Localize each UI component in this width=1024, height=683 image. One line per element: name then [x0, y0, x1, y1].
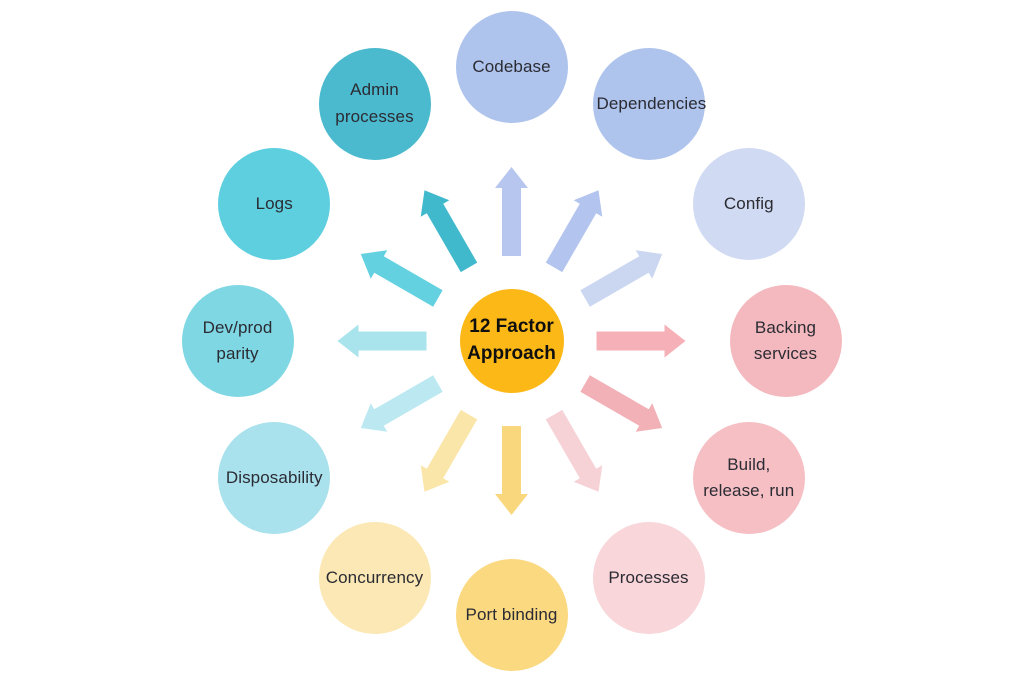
node-build-release-run-label: Build, release, run — [703, 454, 795, 500]
arrow-port-binding — [495, 426, 528, 515]
node-concurrency: Concurrency — [318, 522, 431, 635]
node-port-binding: Port binding — [455, 559, 568, 671]
center-circle: 12 Factor Approach — [459, 289, 564, 393]
node-port-binding-label: Port binding — [465, 604, 558, 624]
node-config: Config — [692, 148, 805, 260]
node-codebase-label: Codebase — [472, 56, 551, 76]
node-backing-services: Backing services — [729, 285, 842, 397]
arrow-dependencies — [545, 190, 603, 273]
node-admin-processes-label: Admin processes — [335, 80, 414, 126]
node-backing-services-label: Backing services — [753, 317, 818, 363]
arrow-concurrency — [420, 409, 478, 492]
center-label: 12 Factor Approach — [467, 316, 556, 364]
node-admin-processes: Admin processes — [318, 47, 431, 160]
node-config-label: Config — [723, 193, 774, 213]
node-logs: Logs — [218, 148, 331, 260]
node-codebase: Codebase — [455, 11, 568, 123]
node-processes: Processes — [592, 522, 705, 635]
arrow-backing-services — [596, 324, 686, 358]
node-build-release-run: Build, release, run — [692, 422, 805, 534]
node-disposability-label: Disposability — [225, 467, 323, 487]
arrow-build-release-run — [580, 375, 663, 432]
arrow-logs — [360, 250, 443, 307]
node-dev-prod-parity: Dev/prod parity — [181, 285, 294, 397]
node-logs-label: Logs — [255, 193, 293, 213]
arrow-admin-processes — [420, 190, 478, 273]
node-concurrency-label: Concurrency — [325, 568, 424, 588]
node-dependencies-label: Dependencies — [596, 93, 707, 113]
node-disposability: Disposability — [218, 422, 331, 534]
node-dependencies: Dependencies — [592, 47, 707, 160]
arrow-config — [580, 250, 663, 307]
arrow-codebase — [495, 167, 528, 256]
node-dev-prod-parity-label: Dev/prod parity — [202, 317, 273, 363]
arrow-processes — [545, 409, 603, 492]
node-processes-label: Processes — [608, 568, 689, 588]
arrow-dev-prod-parity — [337, 324, 427, 358]
arrow-disposability — [360, 375, 443, 432]
